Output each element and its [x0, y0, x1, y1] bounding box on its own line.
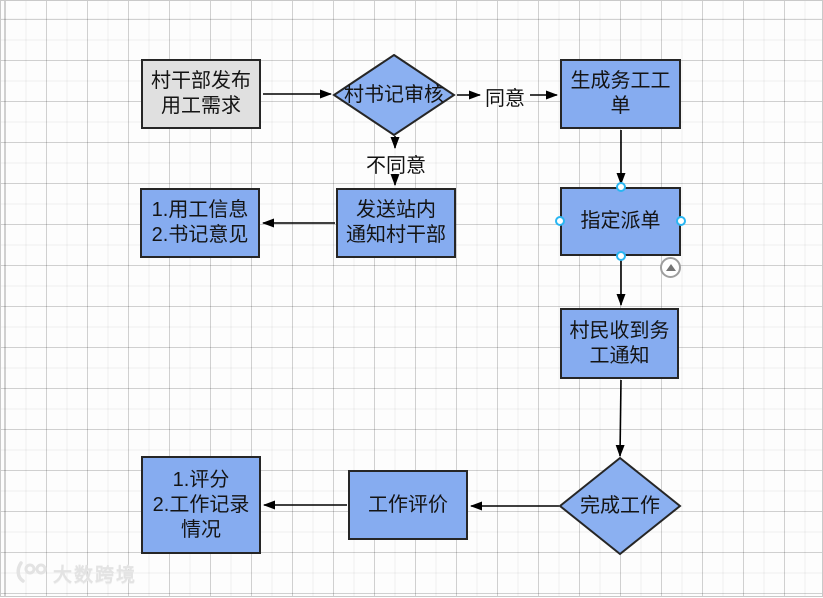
node-villager-receives-notice[interactable]: 村民收到务 工通知 [560, 308, 679, 379]
node-label: 村干部发布 用工需求 [151, 70, 251, 117]
node-work-evaluation[interactable]: 工作评价 [348, 470, 468, 540]
node-labor-info-opinion[interactable]: 1.用工信息 2.书记意见 [140, 188, 260, 258]
node-score-work-record[interactable]: 1.评分 2.工作记录 情况 [141, 456, 261, 554]
node-label: 村民收到务 工通知 [569, 319, 670, 367]
node-label: 指定派单 [580, 210, 661, 232]
edge-label-agree[interactable]: 同意 [485, 88, 525, 110]
up-triangle-icon [665, 264, 676, 271]
watermark: 大数跨境 [13, 559, 137, 587]
node-notify-village-cadre[interactable]: 发送站内 通知村干部 [336, 188, 456, 258]
edge-villager-to-complete[interactable] [615, 379, 625, 457]
diamond-shape-icon [332, 54, 456, 136]
selection-handle-left[interactable] [555, 216, 565, 226]
node-label: 生成务工工 单 [570, 70, 671, 117]
node-complete-work[interactable]: 完成工作 [558, 456, 682, 556]
node-label: 1.用工信息 2.书记意见 [151, 199, 249, 246]
node-label: 工作评价 [368, 493, 448, 516]
node-generate-work-order[interactable]: 生成务工工 单 [560, 59, 681, 129]
node-publish-labor-demand[interactable]: 村干部发布 用工需求 [141, 59, 261, 129]
selection-handle-top[interactable] [616, 182, 626, 192]
collapse-arrow-button[interactable] [660, 257, 681, 278]
node-assign-dispatch[interactable]: 指定派单 [560, 187, 681, 256]
diamond-shape-icon [558, 456, 682, 556]
watermark-text: 大数跨境 [53, 564, 138, 586]
selection-handle-right[interactable] [676, 216, 686, 226]
node-secretary-review[interactable]: 村书记审核 [332, 54, 456, 136]
edge-label-disagree[interactable]: 不同意 [366, 155, 426, 177]
selection-handle-bottom[interactable] [616, 251, 626, 261]
node-label: 发送站内 通知村干部 [346, 199, 446, 246]
watermark-logo-icon [16, 561, 47, 583]
node-label: 1.评分 2.工作记录 情况 [152, 468, 250, 541]
